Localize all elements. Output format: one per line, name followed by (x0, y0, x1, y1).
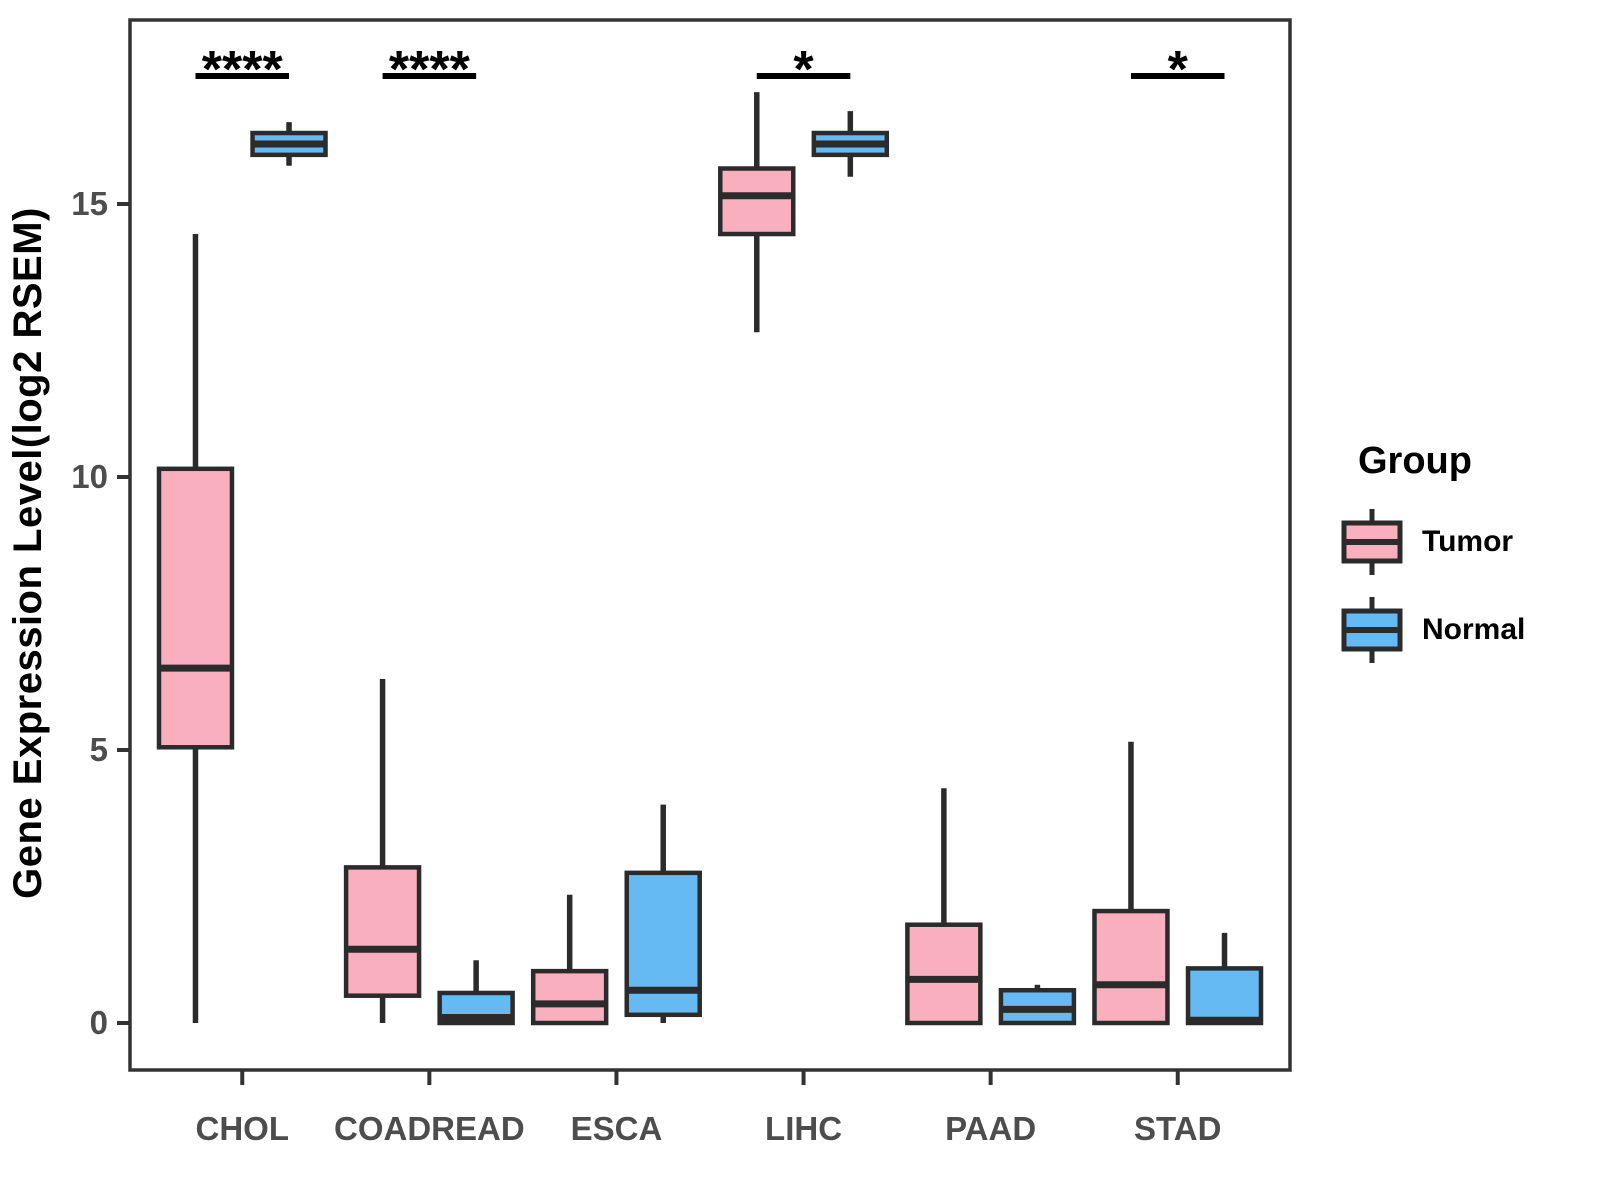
legend-label-normal: Normal (1422, 613, 1526, 646)
tumor-box (530, 968, 609, 1026)
tumor-box (905, 922, 983, 1026)
legend-label-tumor: Tumor (1422, 525, 1514, 558)
x-axis-category-label: COADREAD (334, 1110, 525, 1147)
significance-stars: * (793, 41, 814, 99)
x-axis-category-label: PAAD (945, 1110, 1036, 1147)
y-axis-title: Gene Expression Level(log2 RSEM) (6, 207, 50, 899)
significance-stars: * (1168, 41, 1189, 99)
y-axis-tick-label: 10 (71, 458, 108, 495)
normal-boxplot-key-icon (1341, 597, 1403, 663)
tumor-box (343, 865, 422, 998)
legend-entry-tumor: Tumor (1330, 505, 1590, 579)
x-axis-category-label: CHOL (196, 1110, 290, 1147)
tumor-box (718, 166, 796, 237)
tumor-boxplot-key-icon (1341, 509, 1403, 575)
plot-panel-border (128, 18, 1292, 1072)
significance-stars: **** (202, 41, 284, 99)
y-axis-tick-label: 5 (90, 731, 108, 768)
x-axis-category-label: LIHC (765, 1110, 842, 1147)
normal-box (1185, 966, 1264, 1026)
x-axis-category-label: STAD (1134, 1110, 1221, 1147)
y-axis-tick-label: 0 (90, 1004, 108, 1041)
legend: Group Tumor Normal (1330, 440, 1590, 681)
tumor-box (156, 466, 235, 750)
y-axis-tick-label: 15 (71, 185, 108, 222)
x-axis-category-label: ESCA (571, 1110, 663, 1147)
legend-entry-normal: Normal (1330, 593, 1590, 667)
legend-title: Group (1358, 440, 1472, 482)
tumor-box (1092, 908, 1170, 1026)
significance-stars: **** (389, 41, 471, 99)
